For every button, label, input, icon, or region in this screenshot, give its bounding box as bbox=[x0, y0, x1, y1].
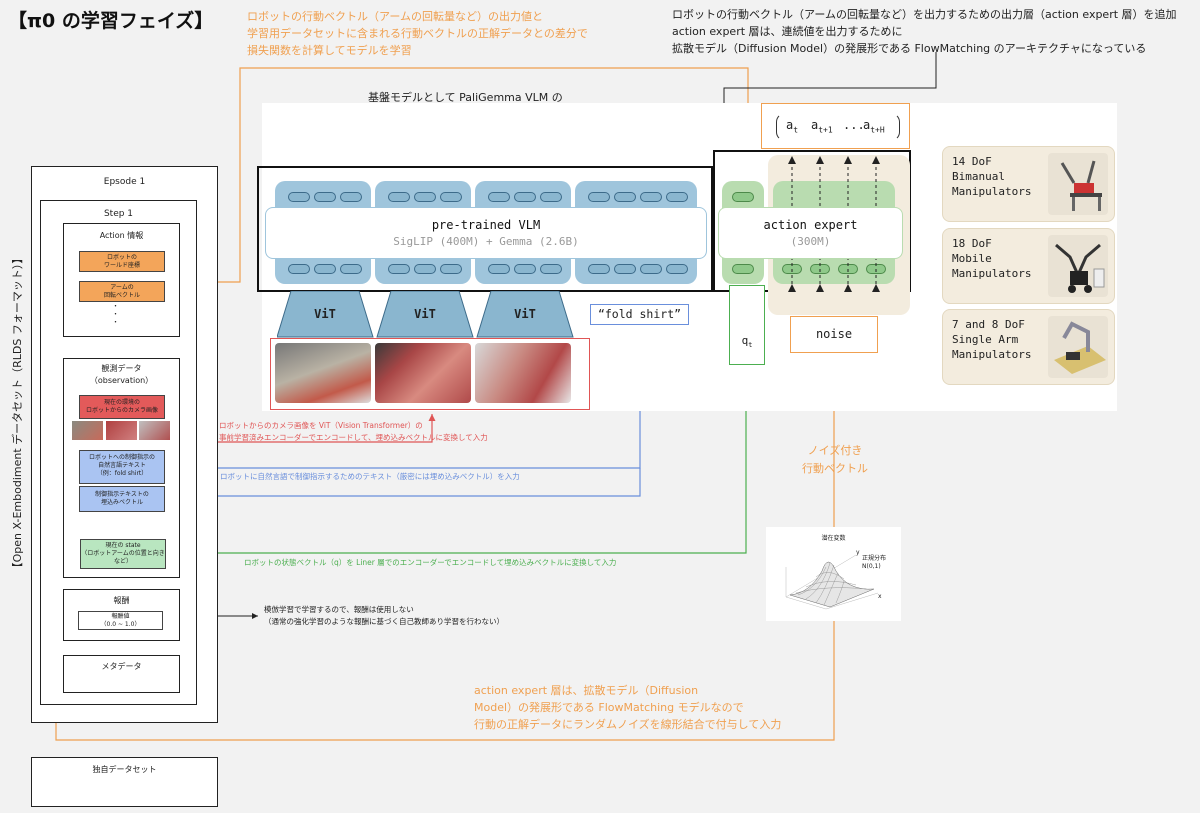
robot-label-bimanual: 14 DoF Bimanual Manipulators bbox=[952, 155, 1032, 198]
camera-image-2 bbox=[375, 343, 471, 403]
obs-thumb-3 bbox=[139, 421, 170, 440]
action-world-coords: ロボットの ワールド座標 bbox=[79, 251, 165, 272]
obs-thumb-2 bbox=[106, 421, 137, 440]
reward-value: 報酬値 （0.0 ~ 1.0） bbox=[78, 611, 163, 630]
noise-box: noise bbox=[790, 316, 878, 353]
action-output-1-base: a bbox=[786, 118, 794, 132]
action-output-1: at bbox=[786, 118, 798, 134]
action-output-bracket bbox=[776, 113, 900, 141]
step-label: Step 1 bbox=[103, 209, 134, 219]
camera-images-frame bbox=[270, 338, 590, 410]
gaussian-y-axis-label: y bbox=[856, 549, 860, 556]
camera-note: ロボットからのカメラ画像を ViT（Vision Transformer）の 事… bbox=[219, 421, 488, 442]
observation-title: 観測データ （observation） bbox=[89, 364, 154, 385]
camera-image-3 bbox=[475, 343, 571, 403]
action-output-4-base: a bbox=[863, 118, 871, 132]
robot-card-mobile: 18 DoF Mobile Manipulators bbox=[942, 228, 1115, 304]
action-expert-title: action expert bbox=[763, 218, 858, 232]
gaussian-x-axis-label: x bbox=[878, 593, 882, 600]
vlm-label-box: pre-trained VLM SigLIP (400M) + Gemma (2… bbox=[265, 207, 707, 259]
obs-camera-thumbnails bbox=[71, 420, 171, 441]
action-output-4-sub: t+H bbox=[870, 125, 885, 135]
metadata-box: メタデータ bbox=[63, 655, 180, 693]
state-q-sub: t bbox=[748, 341, 753, 350]
state-q-box: qt bbox=[729, 285, 765, 365]
obs-embed-item: 制御指示テキストの 埋込みベクトル bbox=[79, 486, 165, 512]
noisy-action-note: ノイズ付き 行動ベクトル bbox=[802, 444, 868, 475]
action-info-title: Action 情報 bbox=[99, 231, 144, 240]
action-output-3-base: ... bbox=[843, 118, 865, 132]
dataset-side-label: 【Open X-Embodiment データセット（RLDS フォーマット）】 bbox=[11, 252, 24, 574]
vlm-subtitle: SigLIP (400M) + Gemma (2.6B) bbox=[393, 235, 579, 248]
action-output-3: ... bbox=[843, 118, 865, 132]
robot-label-mobile: 18 DoF Mobile Manipulators bbox=[952, 237, 1032, 280]
vlm-frame bbox=[257, 166, 713, 292]
own-dataset-label: 独自データセット bbox=[92, 765, 157, 774]
robot-image-bimanual bbox=[1048, 153, 1108, 215]
own-dataset-box: 独自データセット bbox=[31, 757, 218, 807]
action-output-1-sub: t bbox=[793, 125, 799, 135]
prompt-box: “fold shirt” bbox=[590, 304, 689, 325]
obs-state-item: 現在の state （ロボットアームの位置と向き など） bbox=[80, 539, 166, 569]
metadata-title: メタデータ bbox=[101, 662, 142, 671]
robot-card-single-arm: 7 and 8 DoF Single Arm Manipulators bbox=[942, 309, 1115, 385]
vit-encoders bbox=[277, 291, 574, 338]
vit-label-3: ViT bbox=[514, 307, 536, 321]
vit-label-1: ViT bbox=[314, 307, 336, 321]
obs-text-item: ロボットへの制御指示の 自然言語テキスト （例：fold shirt） bbox=[79, 450, 165, 484]
gaussian-dist-label: 正規分布 N(0,1) bbox=[862, 555, 887, 570]
gaussian-plot-card: 潜在変数 正規分布 N(0,1) y x bbox=[766, 527, 901, 621]
action-output-box bbox=[761, 103, 910, 149]
action-expert-label-box: action expert (300M) bbox=[718, 207, 903, 259]
page-title: 【π0 の学習フェイズ】 bbox=[8, 10, 214, 32]
ae-flow-arrows bbox=[788, 156, 880, 292]
robot-image-single-arm bbox=[1048, 316, 1108, 378]
action-info-box: Action 情報 bbox=[63, 223, 180, 337]
robot-image-mobile bbox=[1048, 235, 1108, 297]
action-output-2: at+1 bbox=[811, 118, 833, 134]
reward-note: 模倣学習で学習するので、報酬は使用しない （通常の強化学習のような報酬に基づく自… bbox=[264, 605, 504, 626]
camera-image-1 bbox=[275, 343, 371, 403]
obs-camera-item: 現在の環境の ロボットからのカメラ画像 bbox=[79, 395, 165, 419]
loss-note: ロボットの行動ベクトル（アームの回転量など）の出力値と 学習用データセットに含ま… bbox=[247, 10, 588, 57]
text-note: ロボットに自然言語で制御指示するためのテキスト（厳密には埋め込みベクトル）を入力 bbox=[220, 472, 520, 481]
action-arm-rotation: アームの 回転ベクトル bbox=[79, 281, 165, 302]
state-note: ロボットの状態ベクトル（q）を Liner 層でのエンコーダーでエンコードして埋… bbox=[244, 558, 617, 567]
gaussian-title: 潜在変数 bbox=[821, 535, 846, 542]
action-output-4: at+H bbox=[863, 118, 885, 134]
reward-title: 報酬 bbox=[113, 596, 130, 605]
gaussian-surface bbox=[785, 554, 879, 610]
action-output-2-base: a bbox=[811, 118, 819, 132]
state-q-label: q bbox=[741, 334, 749, 347]
action-layer-note: ロボットの行動ベクトル（アームの回転量など）を出力するための出力層（action… bbox=[672, 8, 1177, 55]
action-expert-subtitle: (300M) bbox=[790, 235, 831, 248]
robot-label-single-arm: 7 and 8 DoF Single Arm Manipulators bbox=[952, 318, 1032, 361]
action-dots: ・ ・ ・ bbox=[112, 302, 119, 326]
flow-note: action expert 層は、拡散モデル（Diffusion Model）の… bbox=[474, 684, 782, 731]
obs-thumb-1 bbox=[72, 421, 103, 440]
action-output-2-sub: t+1 bbox=[818, 125, 833, 135]
episode-label: Epsode 1 bbox=[103, 177, 146, 187]
vit-label-2: ViT bbox=[414, 307, 436, 321]
robot-card-bimanual: 14 DoF Bimanual Manipulators bbox=[942, 146, 1115, 222]
vlm-title: pre-trained VLM bbox=[431, 218, 541, 232]
